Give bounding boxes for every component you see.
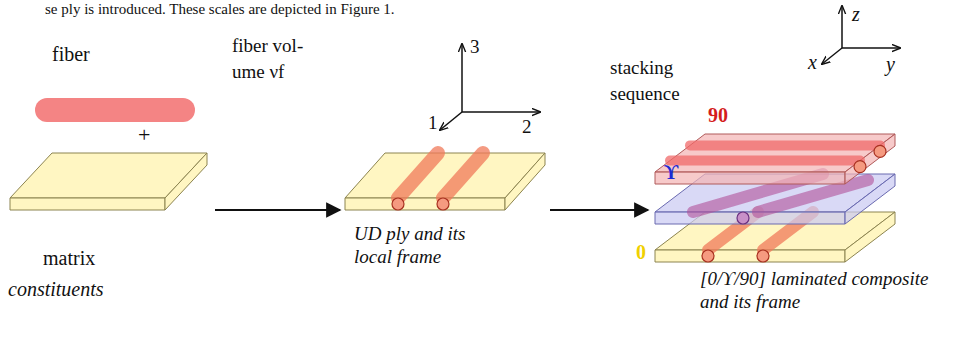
fiber-section [737, 212, 749, 224]
axis-label: z [852, 2, 860, 26]
slab-front [655, 212, 845, 224]
shape-drawing [5, 148, 215, 278]
slab-front [655, 250, 845, 262]
fiber-band [758, 180, 868, 212]
axis-x [822, 48, 842, 64]
slab-side [165, 153, 207, 210]
fiber-band [670, 156, 860, 166]
axis-1 [440, 112, 462, 130]
process-arrow [550, 209, 648, 211]
body-text: se ply is introduced. These scales are d… [45, 0, 645, 18]
axis-label: 3 [470, 36, 480, 59]
matrix-slab: matrix [5, 148, 215, 278]
axis-y [842, 47, 900, 49]
slab-front [10, 198, 165, 210]
axis-label: 2 [522, 116, 532, 139]
fiber-band [398, 153, 438, 198]
fiber-band [690, 140, 880, 150]
ply-angle: ϒ [664, 160, 678, 184]
slab-side [845, 212, 895, 262]
fiber-section [854, 161, 866, 173]
node-label: UD ply and its local frame [354, 223, 504, 269]
node-label: [0/ϒ/90] laminated composite and its fra… [700, 268, 945, 314]
caption-word: constituents [8, 277, 104, 301]
fiber-band [443, 153, 483, 198]
ud-ply: UD ply and its local frame [340, 145, 550, 285]
axis-3 [461, 44, 463, 112]
slab-front [655, 172, 845, 184]
arrow-label: stacking sequence [610, 55, 700, 106]
axis-label: 1 [428, 112, 438, 135]
axis-label: x [808, 50, 817, 74]
ply-angle: 0 [636, 240, 646, 264]
slab-top [655, 134, 895, 172]
fiber-section [757, 250, 769, 262]
fiber-section [874, 145, 886, 157]
fiber-section [392, 198, 404, 210]
fiber-section [702, 250, 714, 262]
node-label: fiber [52, 42, 172, 66]
plus-sign: + [138, 122, 150, 148]
slab-front [345, 198, 505, 210]
slab-side [505, 153, 545, 210]
arrow-label: fiber vol- ume νf [232, 33, 312, 84]
axis-z [841, 6, 843, 48]
process-arrow [215, 209, 340, 211]
axis-2 [462, 111, 540, 113]
ply-angle: 90 [708, 103, 728, 127]
fiber-section [437, 198, 449, 210]
node-label: matrix [43, 246, 163, 270]
fiber-bar [35, 98, 195, 122]
axis-label: y [886, 52, 895, 76]
laminate: [0/ϒ/90] laminated composite and its fra… [648, 128, 948, 343]
fiber-shape: fiber [30, 40, 205, 128]
